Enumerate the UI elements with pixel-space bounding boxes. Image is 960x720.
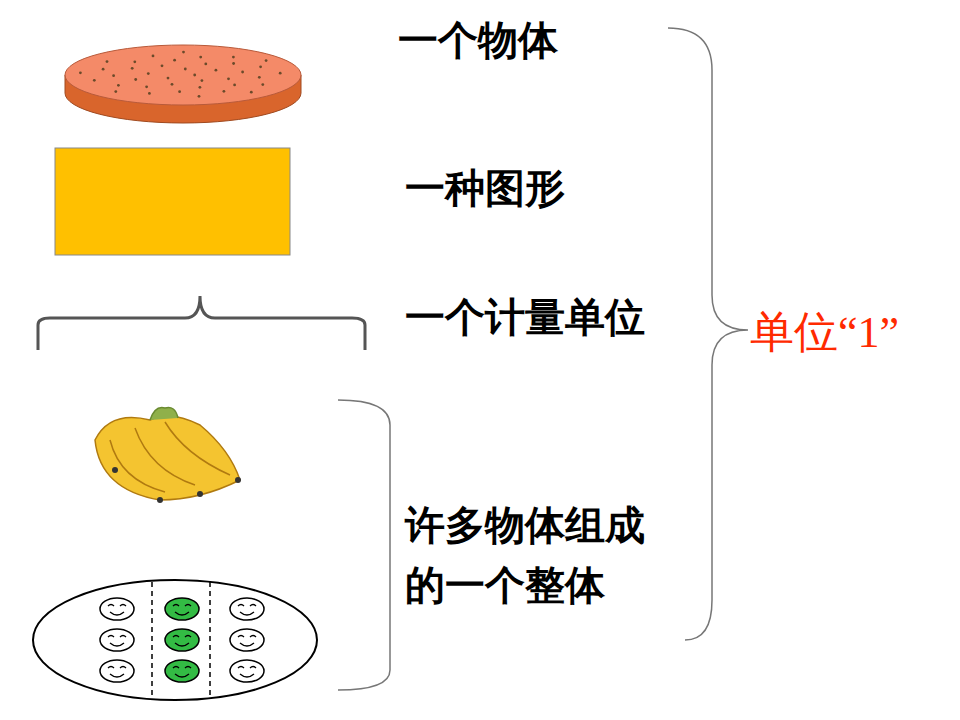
biscuit <box>65 45 301 123</box>
measure-brace <box>38 296 365 350</box>
category-label: 许多物体组成的一个整体 <box>405 495 657 615</box>
unit-brace <box>668 28 748 640</box>
category-label: 一个物体 <box>398 10 558 70</box>
category-label: 一种图形 <box>405 158 565 218</box>
unit-label: 单位“1” <box>750 300 899 366</box>
category-label: 一个计量单位 <box>405 287 645 347</box>
bananas <box>95 407 241 503</box>
group-bracket <box>338 400 390 690</box>
rectangle-shape <box>55 148 290 255</box>
pea-group <box>33 580 317 700</box>
